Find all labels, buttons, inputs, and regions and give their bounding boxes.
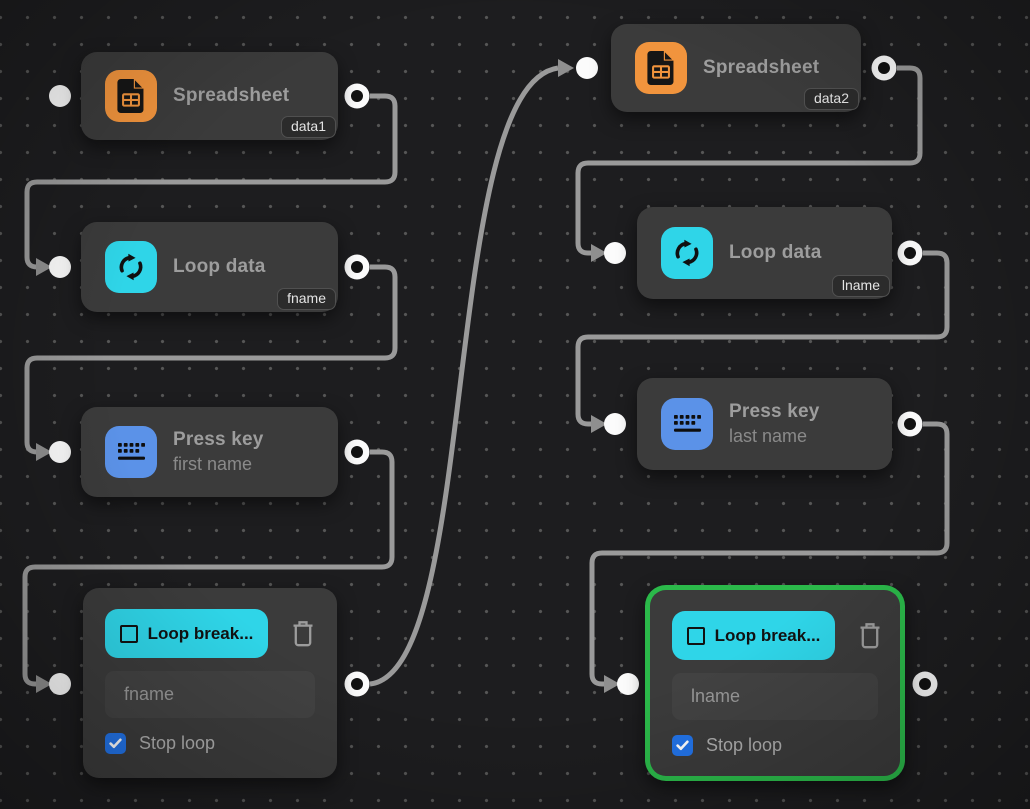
loop-break-button[interactable]: Loop break... <box>672 611 835 660</box>
input-port[interactable] <box>49 256 71 278</box>
output-port[interactable] <box>344 439 370 465</box>
keyboard-icon <box>661 398 713 450</box>
wire[interactable] <box>24 264 398 455</box>
wire[interactable] <box>575 250 950 427</box>
stop-loop-checkbox[interactable] <box>672 735 693 756</box>
arrowhead-icon <box>36 258 52 276</box>
output-port[interactable] <box>912 671 938 697</box>
arrowhead-icon <box>604 675 620 693</box>
input-port[interactable] <box>49 85 71 107</box>
selection-outline: Loop break... Stop loop <box>645 585 905 781</box>
node-title: Press key <box>173 429 264 450</box>
node-badge: fname <box>277 288 336 310</box>
output-port[interactable] <box>897 240 923 266</box>
node-loop-data-fname[interactable]: Loop data fname <box>81 222 338 312</box>
node-title: Loop data <box>729 242 822 263</box>
stop-loop-checkbox[interactable] <box>105 733 126 754</box>
loop-break-button[interactable]: Loop break... <box>105 609 268 658</box>
node-subtitle: first name <box>173 454 253 474</box>
loop-break-input[interactable] <box>672 673 878 720</box>
stop-loop-label: Stop loop <box>139 733 216 753</box>
input-port[interactable] <box>576 57 598 79</box>
input-port[interactable] <box>604 413 626 435</box>
loop-icon <box>661 227 713 279</box>
spreadsheet-icon <box>635 42 687 94</box>
output-port[interactable] <box>344 671 370 697</box>
square-icon <box>686 626 705 645</box>
input-port[interactable] <box>49 673 71 695</box>
node-spreadsheet-data1[interactable]: Spreadsheet data1 <box>81 52 338 140</box>
keyboard-icon <box>105 426 157 478</box>
node-badge: data1 <box>280 116 336 138</box>
node-title: Loop data <box>173 256 266 277</box>
input-port[interactable] <box>49 441 71 463</box>
output-port[interactable] <box>871 55 897 81</box>
node-badge: data2 <box>803 88 859 110</box>
arrowhead-icon <box>36 675 52 693</box>
arrowhead-icon <box>591 244 607 262</box>
output-port[interactable] <box>897 411 923 437</box>
output-port[interactable] <box>344 83 370 109</box>
node-loop-break-lname[interactable]: Loop break... Stop loop <box>650 590 900 776</box>
input-port[interactable] <box>617 673 639 695</box>
wire[interactable] <box>575 65 923 256</box>
arrowhead-icon <box>558 59 574 77</box>
node-title: Press key <box>729 401 820 422</box>
node-subtitle: last name <box>729 426 808 446</box>
wire[interactable] <box>589 421 950 687</box>
loop-icon <box>105 241 157 293</box>
trash-icon[interactable] <box>291 620 315 648</box>
node-loop-data-lname[interactable]: Loop data lname <box>637 207 892 299</box>
trash-icon[interactable] <box>858 622 882 650</box>
node-title: Spreadsheet <box>703 57 820 78</box>
output-port[interactable] <box>344 254 370 280</box>
square-icon <box>119 624 138 643</box>
spreadsheet-icon <box>105 70 157 122</box>
loop-break-button-label: Loop break... <box>714 625 821 645</box>
wire[interactable] <box>22 449 395 687</box>
node-title: Spreadsheet <box>173 85 290 106</box>
node-press-key-last-name[interactable]: Press key last name <box>637 378 892 470</box>
node-loop-break-fname[interactable]: Loop break... Stop loop <box>83 588 337 778</box>
arrowhead-icon <box>36 443 52 461</box>
node-spreadsheet-data2[interactable]: Spreadsheet data2 <box>611 24 861 112</box>
arrowhead-icon <box>591 415 607 433</box>
loop-break-input[interactable] <box>105 671 315 718</box>
node-badge: lname <box>831 275 890 297</box>
loop-break-button-label: Loop break... <box>147 623 254 643</box>
stop-loop-label: Stop loop <box>706 735 783 755</box>
wire[interactable] <box>24 93 398 270</box>
wire[interactable] <box>369 65 559 687</box>
node-press-key-first-name[interactable]: Press key first name <box>81 407 338 497</box>
input-port[interactable] <box>604 242 626 264</box>
